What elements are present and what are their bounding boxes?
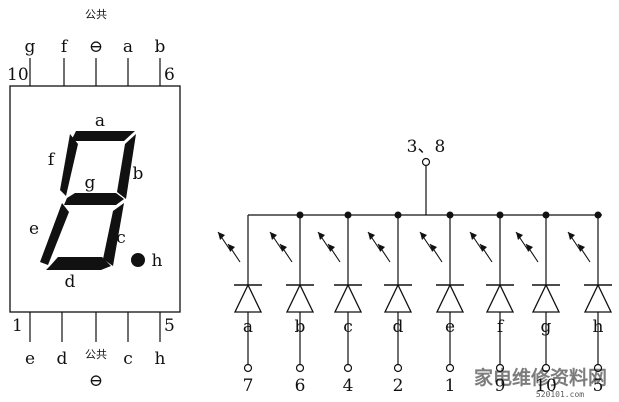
top-pin-leads — [29, 58, 161, 86]
diode-terminal-a — [243, 363, 253, 373]
display-body — [9, 85, 181, 313]
segment-label-d: d — [65, 272, 76, 292]
diode-segment-label-c: c — [343, 317, 353, 337]
diode-triangle-h — [583, 283, 613, 313]
diode-pin-number-g: 10 — [535, 376, 557, 396]
diode-terminal-g — [541, 363, 551, 373]
diode-segment-label-f: f — [497, 317, 505, 337]
segment-f — [60, 134, 78, 196]
emission-arrowhead-c-1 — [328, 244, 335, 252]
emission-arrowhead-b-0 — [270, 232, 277, 240]
top-pin-label-g: g — [25, 37, 36, 57]
emission-arrowhead-f-0 — [470, 232, 477, 240]
diode-circuit: 3、8 a 7 b 6 c 4 d 2 e 1 f 9 g 10 h 5 — [217, 137, 613, 396]
segment-shapes — [40, 131, 145, 270]
segment-label-e: e — [29, 219, 39, 239]
pin-number-5: 5 — [164, 316, 175, 336]
bottom-pin-label-h: h — [155, 349, 166, 369]
pin-number-1: 1 — [12, 316, 23, 336]
emission-arrowhead-h-0 — [568, 232, 575, 240]
common-pin-label: 3、8 — [407, 137, 446, 157]
top-pin-label-f: f — [61, 37, 69, 57]
diode-triangle-e — [435, 283, 465, 313]
bottom-pin-label-c: c — [123, 349, 133, 369]
diode-pin-number-e: 1 — [445, 376, 456, 396]
top-pin-label-a: a — [123, 37, 133, 57]
emission-arrowhead-c-0 — [318, 232, 325, 240]
segment-h-dot — [131, 253, 145, 267]
emission-arrowhead-b-1 — [280, 244, 287, 252]
bottom-common-label: 公共 — [85, 348, 107, 361]
segment-label-c: c — [116, 228, 126, 248]
diode-array: a 7 b 6 c 4 d 2 e 1 f 9 g 10 h 5 — [217, 211, 613, 396]
segment-g — [64, 193, 124, 205]
diode-pin-number-f: 9 — [495, 376, 506, 396]
diode-segment-label-d: d — [393, 317, 404, 337]
segment-label-g: g — [85, 173, 96, 193]
emission-arrowhead-g-0 — [516, 232, 523, 240]
top-pin-label-common: ⊖ — [89, 37, 103, 57]
diode-pin-number-a: 7 — [243, 376, 254, 396]
diode-terminal-h — [593, 363, 603, 373]
segment-label-h: h — [152, 251, 163, 271]
display-package: g f 公共 ⊖ a b 10 6 1 5 e d 公共 ⊖ c h — [7, 8, 181, 391]
top-pin-label-b: b — [155, 37, 166, 57]
diode-pin-number-d: 2 — [393, 376, 404, 396]
diode-segment-label-b: b — [295, 317, 306, 337]
segment-a — [71, 131, 135, 141]
diode-terminal-b — [295, 363, 305, 373]
pin-number-6: 6 — [164, 65, 175, 85]
segment-d — [46, 257, 111, 270]
emission-arrowhead-h-1 — [578, 244, 585, 252]
diode-terminal-f — [495, 363, 505, 373]
diode-pin-number-c: 4 — [343, 376, 354, 396]
diode-triangle-f — [485, 283, 515, 313]
diode-segment-label-a: a — [243, 317, 253, 337]
emission-arrowhead-d-1 — [378, 244, 385, 252]
segment-c — [103, 203, 124, 266]
common-pin-terminal — [421, 157, 431, 167]
pin-number-10: 10 — [7, 65, 29, 85]
emission-arrowhead-e-1 — [430, 244, 437, 252]
emission-arrowhead-d-0 — [368, 232, 375, 240]
segment-e — [40, 203, 69, 265]
emission-arrowhead-f-1 — [480, 244, 487, 252]
diode-terminal-e — [445, 363, 455, 373]
emission-arrowhead-e-0 — [420, 232, 427, 240]
emission-arrowhead-a-1 — [228, 244, 235, 252]
bottom-pin-label-e: e — [25, 349, 35, 369]
diode-segment-label-g: g — [541, 317, 552, 337]
bottom-pin-leads — [29, 312, 161, 342]
bottom-pin-label-d: d — [57, 349, 68, 369]
diode-triangle-g — [531, 283, 561, 313]
diode-terminal-c — [343, 363, 353, 373]
segment-label-f: f — [48, 150, 56, 170]
emission-arrowhead-a-0 — [218, 232, 225, 240]
top-common-label: 公共 — [85, 8, 107, 21]
diode-segment-label-h: h — [593, 317, 604, 337]
segment-label-b: b — [133, 164, 144, 184]
diode-pin-number-h: 5 — [593, 376, 604, 396]
watermark-url: 520101.com — [536, 390, 584, 399]
diode-segment-label-e: e — [445, 317, 455, 337]
diode-triangle-b — [285, 283, 315, 313]
emission-arrowhead-g-1 — [526, 244, 533, 252]
watermark: 家电维修资料网 520101.com — [474, 366, 607, 399]
diode-triangle-d — [383, 283, 413, 313]
segment-label-a: a — [95, 111, 105, 131]
watermark-text: 家电维修资料网 — [474, 366, 607, 389]
bottom-pin-label-common: ⊖ — [89, 371, 103, 391]
diode-triangle-c — [333, 283, 363, 313]
segment-b — [117, 134, 136, 199]
diode-pin-number-b: 6 — [295, 376, 306, 396]
diode-terminal-d — [393, 363, 403, 373]
diode-triangle-a — [233, 283, 263, 313]
